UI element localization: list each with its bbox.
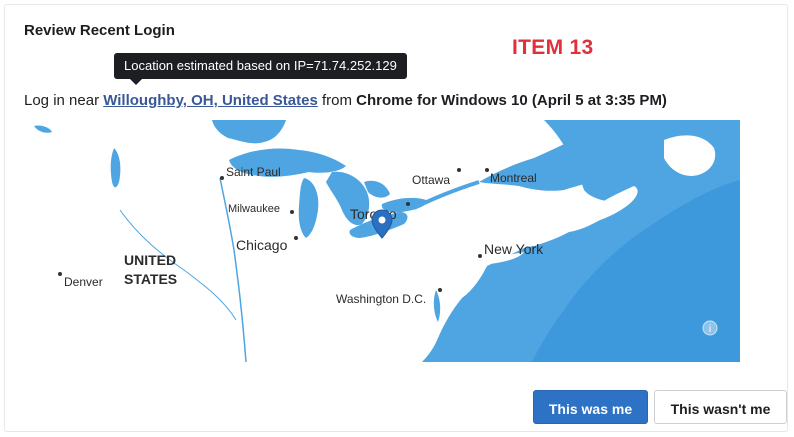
long-island <box>486 252 524 264</box>
chicago-dot <box>294 236 298 240</box>
toronto-dot <box>406 202 410 206</box>
label-washington: Washington D.C. <box>336 292 426 306</box>
login-prefix: Log in near <box>24 92 104 109</box>
panel-title: Review Recent Login <box>24 22 175 39</box>
login-description: Log in near Willoughby, OH, United State… <box>24 92 667 109</box>
label-saint-paul: Saint Paul <box>226 165 281 179</box>
gulf-of-st-lawrence <box>479 134 609 191</box>
nova-scotia <box>584 186 638 224</box>
lake-ontario <box>381 197 427 213</box>
label-united: UNITED <box>124 252 176 268</box>
new-york-dot <box>478 254 482 258</box>
georgian-bay <box>364 180 390 198</box>
lake-michigan <box>298 178 319 238</box>
lake-winnipeg <box>110 148 121 188</box>
lake-huron <box>326 171 370 226</box>
label-montreal: Montreal <box>490 171 537 185</box>
label-ottawa: Ottawa <box>412 173 450 187</box>
info-glyph: i <box>709 324 711 335</box>
label-denver: Denver <box>64 275 103 289</box>
chesapeake-bay <box>433 290 441 322</box>
login-time: (April 5 at 3:35 PM) <box>527 92 667 109</box>
montreal-dot <box>485 168 489 172</box>
label-new-york: New York <box>484 241 544 257</box>
saint-paul-dot <box>220 176 224 180</box>
washington-dot <box>438 288 442 292</box>
login-location-map[interactable]: Saint Paul Milwaukee Chicago UNITED STAT… <box>24 120 740 362</box>
missouri-river <box>119 209 237 321</box>
denver-dot <box>58 272 62 276</box>
this-wasnt-me-button[interactable]: This wasn't me <box>654 390 787 424</box>
map-info-icon[interactable]: i <box>702 320 718 336</box>
mississippi-river <box>219 177 247 362</box>
deep-ocean <box>532 180 740 362</box>
hudson-bay <box>212 120 286 144</box>
location-pin-icon <box>371 209 393 239</box>
map-canvas: Saint Paul Milwaukee Chicago UNITED STAT… <box>24 120 740 362</box>
login-middle: from <box>317 92 357 109</box>
item-tag: ITEM 13 <box>512 36 594 59</box>
cape-cod <box>524 237 538 247</box>
newfoundland <box>664 135 716 176</box>
lake-superior <box>229 148 346 177</box>
this-was-me-button[interactable]: This was me <box>533 390 648 424</box>
milwaukee-dot <box>290 210 294 214</box>
label-states: STATES <box>124 271 177 287</box>
ip-location-tooltip: Location estimated based on IP=71.74.252… <box>114 53 407 85</box>
small-lake-west <box>34 125 52 133</box>
label-milwaukee: Milwaukee <box>228 203 280 215</box>
login-location-link[interactable]: Willoughby, OH, United States <box>103 92 318 109</box>
ottawa-dot <box>457 168 461 172</box>
login-browser: Chrome for Windows 10 <box>356 92 528 109</box>
label-chicago: Chicago <box>236 237 288 253</box>
